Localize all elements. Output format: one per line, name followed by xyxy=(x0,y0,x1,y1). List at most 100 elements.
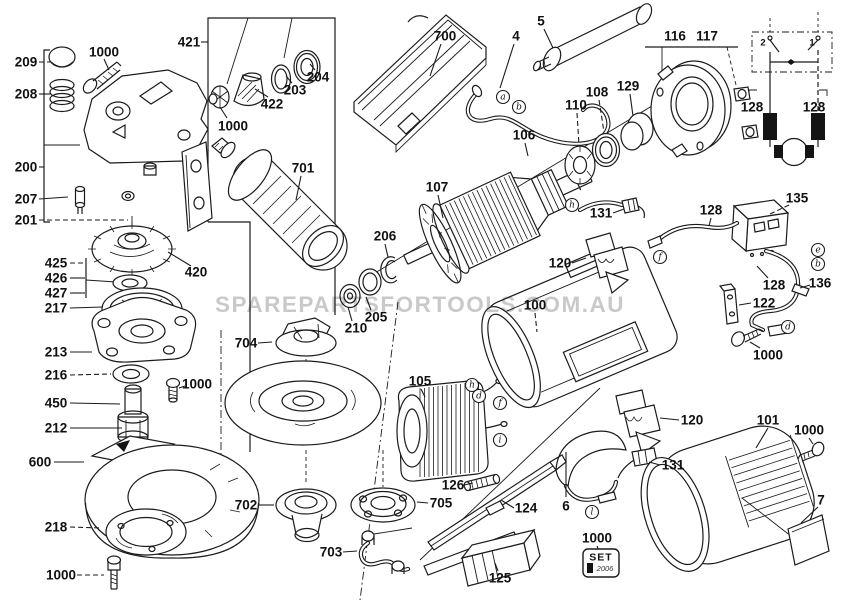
nut-117-a xyxy=(733,86,751,102)
part-label-217: 217 xyxy=(45,301,68,316)
part-label-703: 703 xyxy=(320,545,343,560)
backing-disc xyxy=(224,360,382,446)
part-label-420: 420 xyxy=(185,265,208,280)
watermark-text: SPAREPARTSFORTOOLS.COM.AU xyxy=(215,292,625,317)
threaded-pin-126 xyxy=(463,473,501,492)
part-label-421: 421 xyxy=(178,35,201,50)
part-label-128: 128 xyxy=(763,278,786,293)
callout-circle-i xyxy=(492,432,508,448)
nut-117-b xyxy=(741,124,759,140)
washer-216 xyxy=(112,364,150,384)
part-label-128: 128 xyxy=(700,203,723,218)
part-label-450: 450 xyxy=(45,396,68,411)
callout-circle-b xyxy=(511,99,527,115)
callout-letter-f: f xyxy=(497,399,503,409)
wiring-schematic xyxy=(751,12,833,167)
armature-107 xyxy=(403,166,593,284)
part-label-105: 105 xyxy=(409,374,432,389)
part-label-1000: 1000 xyxy=(46,568,76,583)
ring-203 xyxy=(270,64,292,94)
leader-line xyxy=(648,461,661,466)
part-label-600: 600 xyxy=(29,455,52,470)
callout-circle-b xyxy=(810,256,826,272)
leader-line xyxy=(571,257,587,264)
leader-line xyxy=(254,88,269,98)
part-label-122: 122 xyxy=(753,296,776,311)
part-label-426: 426 xyxy=(45,271,68,286)
callout-letter-e: e xyxy=(815,246,820,256)
leader-line xyxy=(365,296,372,311)
part-label-704: 704 xyxy=(235,336,258,351)
part-label-1000: 1000 xyxy=(182,377,212,392)
part-label-422: 422 xyxy=(261,97,284,112)
bearing-204 xyxy=(293,49,321,85)
leader-line xyxy=(659,417,680,421)
part-label-100: 100 xyxy=(524,298,547,313)
leader-line xyxy=(534,312,538,333)
leader-line xyxy=(69,306,104,309)
leader-line xyxy=(437,194,444,219)
part-label-210: 210 xyxy=(345,321,368,336)
part-label-427: 427 xyxy=(45,286,68,301)
leader-line xyxy=(499,43,515,89)
leader-line xyxy=(756,265,769,279)
set-box-square xyxy=(587,563,593,573)
leader-line xyxy=(524,142,529,157)
callout-circle-a xyxy=(495,89,511,105)
leader-line xyxy=(576,112,580,146)
washer-110 xyxy=(564,145,596,185)
part-label-107: 107 xyxy=(426,180,449,195)
wire-128-upper xyxy=(647,220,740,249)
part-label-1000: 1000 xyxy=(89,45,119,60)
clamp-nut-705 xyxy=(350,487,416,523)
connector-131-upper xyxy=(577,197,645,219)
part-label-108: 108 xyxy=(586,85,609,100)
leader-line xyxy=(629,93,634,117)
part-label-2: 2 xyxy=(760,38,765,49)
pinion-gear-1000 xyxy=(208,85,230,109)
motor-cover-housing-200 xyxy=(83,69,209,176)
part-label-700: 700 xyxy=(434,29,457,44)
set-box-title: SET xyxy=(589,552,612,564)
callout-circle-l xyxy=(584,504,600,520)
leader-line xyxy=(167,251,192,267)
leader-line xyxy=(429,43,442,77)
switch-135 xyxy=(731,199,790,258)
rubber-sleeve-129 xyxy=(620,112,654,151)
leader-line xyxy=(69,526,103,529)
snap-ring-206 xyxy=(380,256,398,284)
part-label-129: 129 xyxy=(617,79,640,94)
name-plate-7 xyxy=(787,514,830,566)
part-label-212: 212 xyxy=(45,421,68,436)
brush-holder-120-upper xyxy=(585,232,630,295)
callout-circle-f xyxy=(492,395,508,411)
motor-end-cap-101 xyxy=(640,425,815,572)
part-label-131: 131 xyxy=(590,206,613,221)
bevel-gear-422 xyxy=(233,72,265,107)
part-label-204: 204 xyxy=(307,70,330,85)
callout-letter-b: b xyxy=(815,260,821,270)
leader-line xyxy=(769,204,790,215)
part-label-125: 125 xyxy=(489,571,512,586)
terminal-136 xyxy=(791,283,810,297)
callout-circle-h xyxy=(564,197,580,213)
callout-letter-d: d xyxy=(476,392,482,402)
part-label-200: 200 xyxy=(15,160,38,175)
leader-line xyxy=(38,196,69,200)
leader-line xyxy=(749,341,761,349)
pin-spanner-703 xyxy=(358,527,413,574)
callout-circle-f xyxy=(652,249,668,265)
callout-circle-h xyxy=(464,377,480,393)
clamp-ring-218 xyxy=(105,508,187,556)
part-label-1000: 1000 xyxy=(753,348,783,363)
callout-letter-h: h xyxy=(469,381,475,391)
part-label-206: 206 xyxy=(374,229,397,244)
part-label-1000: 1000 xyxy=(218,119,248,134)
handle-bar-5 xyxy=(532,3,653,72)
part-label-1000: 1000 xyxy=(582,531,612,546)
grommet-201 xyxy=(121,190,135,202)
leader-line xyxy=(103,58,110,71)
part-label-4: 4 xyxy=(512,29,520,44)
